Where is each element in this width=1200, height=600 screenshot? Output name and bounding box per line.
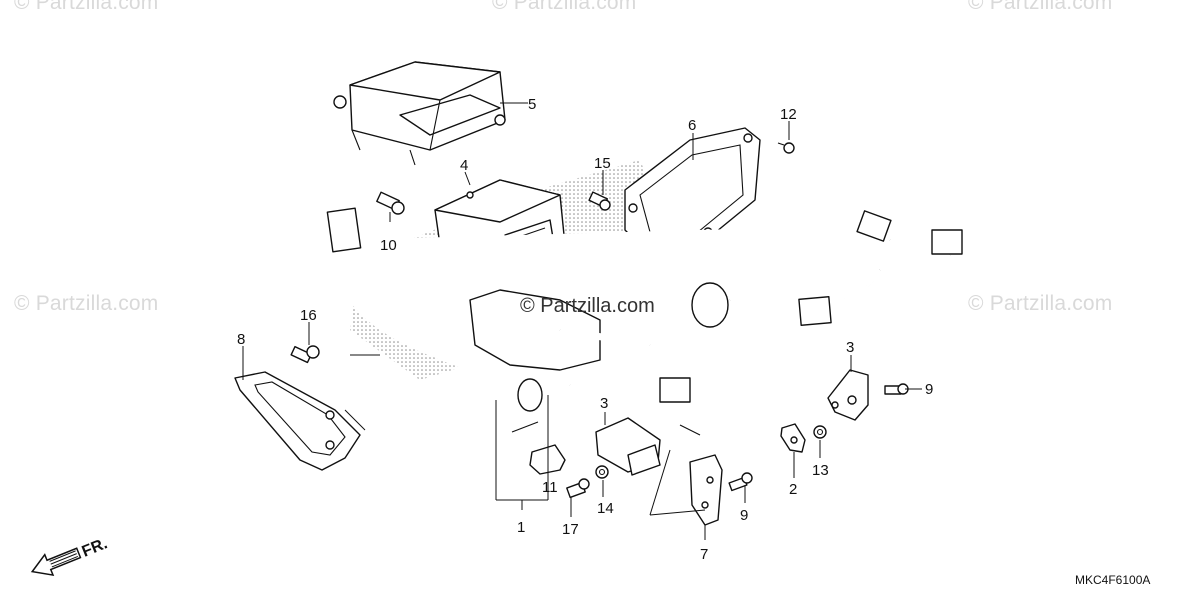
- clip-part: [780, 423, 806, 453]
- bolt-15-part: [588, 191, 611, 211]
- callout-2: 2: [789, 481, 797, 498]
- washer-14-part: [595, 465, 609, 479]
- watermark-mid-right: © Partzilla.com: [968, 292, 1113, 315]
- callout-17: 17: [562, 521, 579, 538]
- sensor-part: [595, 417, 661, 476]
- washer-13-part: [813, 425, 827, 439]
- watermark-top-right: © Partzilla.com: [968, 0, 1113, 14]
- watermark-mid-left: © Partzilla.com: [14, 292, 159, 315]
- callout-15: 15: [594, 155, 611, 172]
- callout-12: 12: [780, 106, 797, 123]
- side-cover-part: [234, 371, 366, 471]
- watermark-center: © Partzilla.com: [520, 295, 655, 317]
- bolt-16-part: [290, 345, 320, 364]
- bolt-12-part: [777, 142, 795, 154]
- callout-10: 10: [380, 237, 397, 254]
- callout-13: 13: [812, 462, 829, 479]
- bolt-9-part: [884, 383, 909, 395]
- diagram-code: MKC4F6100A: [1075, 573, 1151, 587]
- leader-lines: [242, 102, 922, 540]
- bolt-9b-part: [728, 472, 753, 492]
- callout-11: 11: [542, 479, 558, 496]
- watermark-top-left: © Partzilla.com: [14, 0, 159, 14]
- callout-6: 6: [688, 117, 696, 134]
- callout-14: 14: [597, 500, 614, 517]
- callout-5: 5: [528, 96, 536, 113]
- mount-bracket-part: [689, 454, 723, 526]
- callout-1: 1: [517, 519, 525, 536]
- callout-4: 4: [460, 157, 468, 174]
- watermark-top-center: © Partzilla.com: [492, 0, 637, 14]
- wire-harness-part: © Partzilla.com: [326, 207, 963, 446]
- bolt-10-part: [376, 191, 405, 215]
- callout-7: 7: [700, 546, 708, 563]
- callout-3-right: 3: [846, 339, 854, 356]
- ecu-case-part: [333, 61, 506, 166]
- callout-8: 8: [237, 331, 245, 348]
- bolt-17-part: [566, 478, 590, 499]
- callout-16: 16: [300, 307, 317, 324]
- callout-9-bottom: 9: [740, 507, 748, 524]
- front-direction-label: FR.: [80, 535, 110, 560]
- front-direction-arrow-icon: FR.: [30, 535, 110, 577]
- callout-3-left: 3: [600, 395, 608, 412]
- callout-9-right: 9: [925, 381, 933, 398]
- sensor-bracket-part: [827, 369, 869, 421]
